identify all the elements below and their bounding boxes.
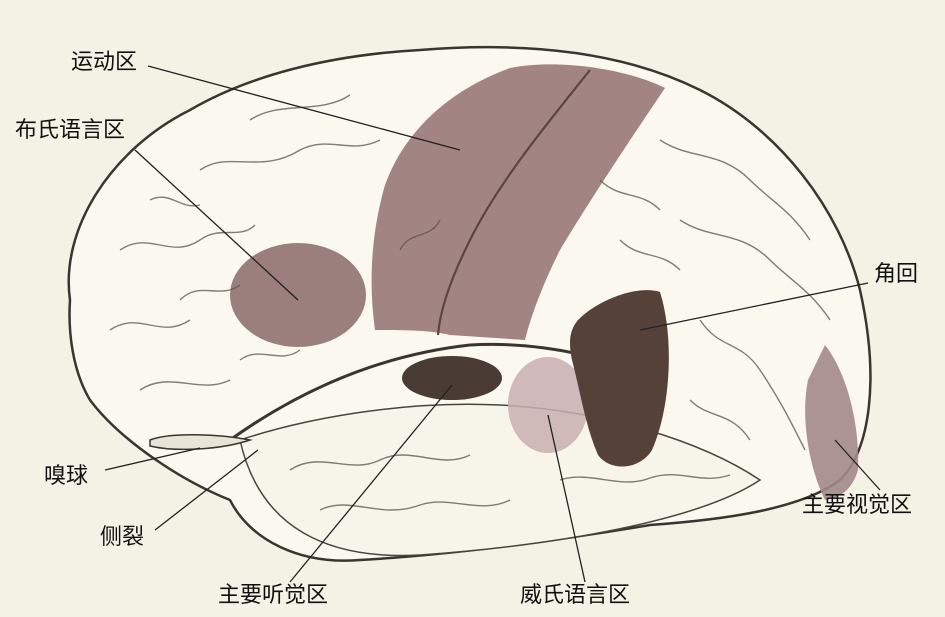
label-primary-visual: 主要视觉区 [802, 495, 912, 517]
auditory-area-shape [402, 356, 502, 400]
label-wernicke-area: 威氏语言区 [520, 585, 630, 607]
label-motor-area: 运动区 [71, 52, 137, 74]
label-angular-gyrus: 角回 [874, 264, 918, 286]
label-lateral-fissure: 侧裂 [100, 527, 144, 549]
broca-area-shape [230, 243, 366, 347]
label-olfactory-bulb: 嗅球 [44, 466, 88, 488]
label-broca-area: 布氏语言区 [15, 120, 125, 142]
label-primary-auditory: 主要听觉区 [218, 585, 328, 607]
